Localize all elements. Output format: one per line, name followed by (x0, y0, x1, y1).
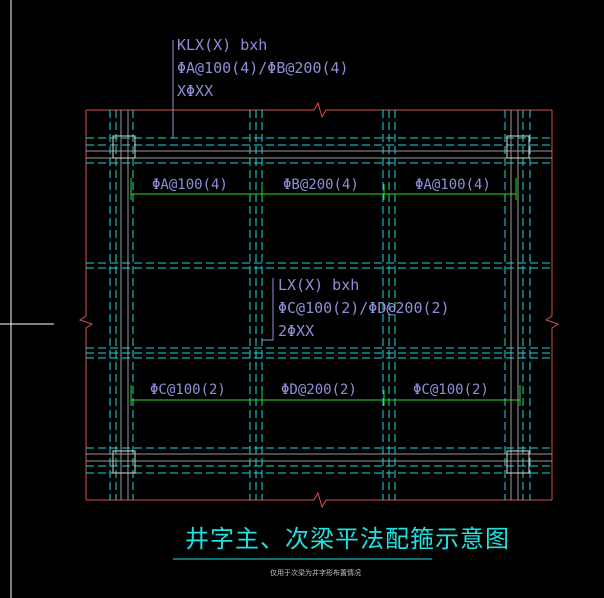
secondary-beam-label-line1: LX(X) bxh (278, 276, 359, 294)
secondary-beam-label-line3: 2ΦXX (278, 322, 314, 340)
drawing-subtitle: 仅用于次梁为井字形布置情况 (270, 568, 361, 577)
corner-columns (112, 135, 530, 474)
main-beam-label-line2: ΦA@100(4)/ΦB@200(4) (177, 59, 349, 77)
secondary-beam-span-left: ΦC@100(2) (150, 382, 226, 398)
main-beam-span-right: ΦA@100(4) (415, 177, 491, 193)
secondary-beam-span-middle: ΦD@200(2) (281, 382, 357, 398)
slab-outline (78, 101, 560, 509)
main-beam-span-middle: ΦB@200(4) (283, 177, 359, 193)
secondary-beam-annotation: LX(X) bxh ΦC@100(2)/ΦD@200(2) 2ΦXX (278, 276, 450, 340)
main-beam-annotation: KLX(X) bxh ΦA@100(4)/ΦB@200(4) XΦXX (177, 36, 349, 100)
secondary-beam-leader (262, 278, 274, 341)
drawing-title: 井字主、次梁平法配箍示意图 (185, 525, 510, 553)
main-beam-dimension (130, 178, 517, 200)
secondary-beam-span-right: ΦC@100(2) (413, 382, 489, 398)
main-beam-label-line3: XΦXX (177, 82, 213, 100)
secondary-beam-dimension (130, 385, 521, 406)
secondary-beam-label-line2: ΦC@100(2)/ΦD@200(2) (278, 299, 450, 317)
main-beam-label-line1: KLX(X) bxh (177, 36, 267, 54)
crosshair-cursor (0, 0, 54, 598)
main-beam-span-left: ΦA@100(4) (152, 177, 228, 193)
beam-dashed-edges (86, 110, 552, 500)
beam-solid-edges (86, 110, 552, 500)
